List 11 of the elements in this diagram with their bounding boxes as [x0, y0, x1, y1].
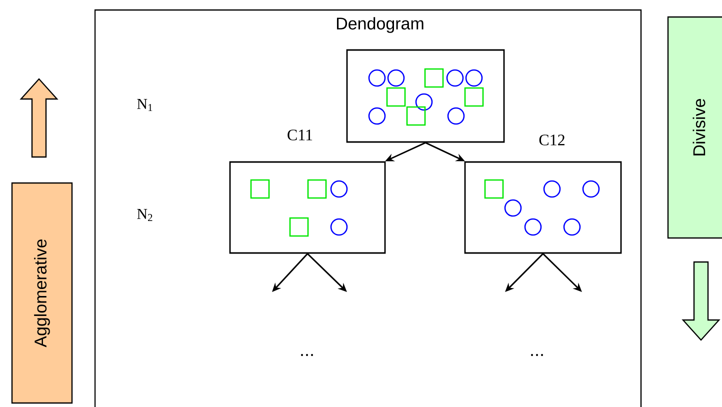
cluster-box	[346, 49, 505, 143]
level-label: N$_{2}$	[137, 209, 152, 221]
level-label: N$_{1}$	[137, 99, 152, 111]
method-bar: Agglomerative	[11, 182, 73, 404]
ellipsis: ...	[531, 354, 543, 356]
node-label: C11	[288, 130, 312, 140]
method-bar: Divisive	[667, 16, 722, 239]
ellipsis: ...	[301, 354, 313, 356]
cluster-box: C12	[464, 134, 622, 254]
cluster-box: C11	[229, 130, 386, 254]
node-label: C12	[539, 134, 564, 146]
